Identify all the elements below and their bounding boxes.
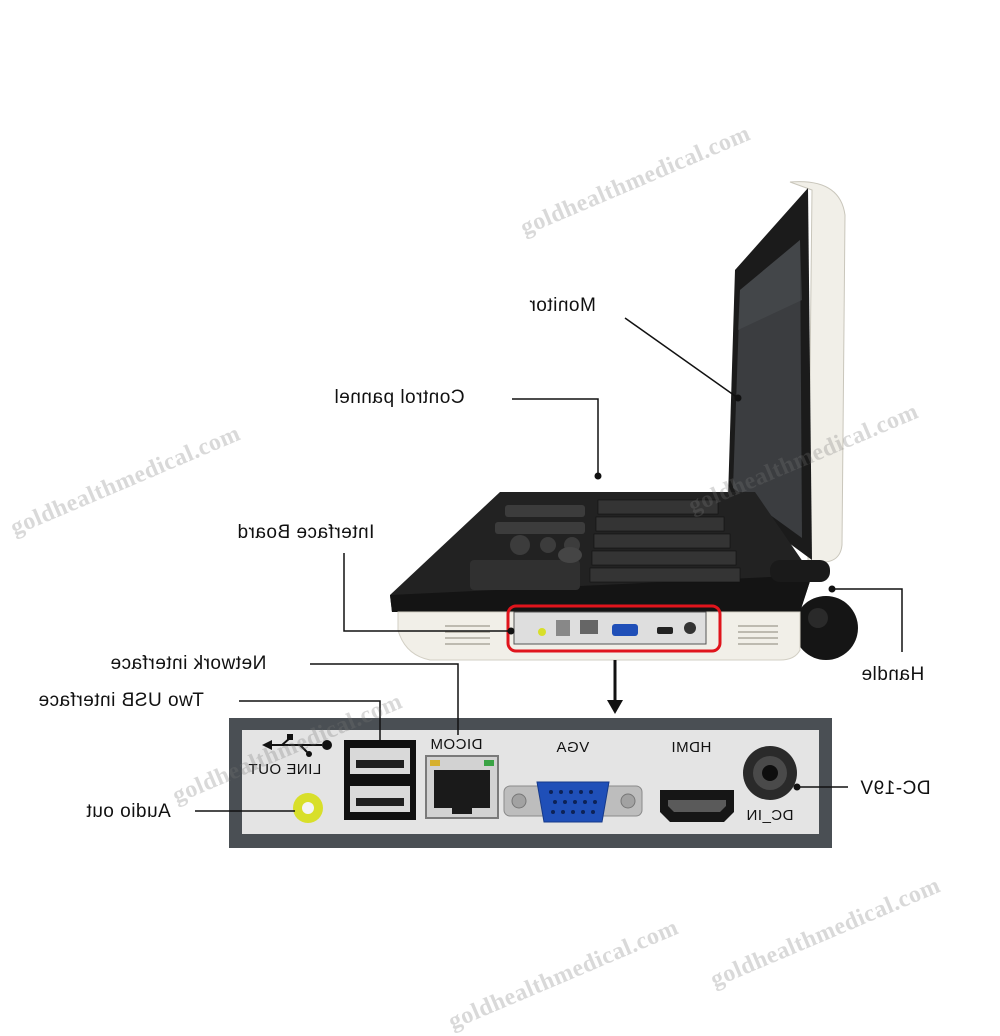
- callout-control-panel: Control pannel: [334, 387, 465, 408]
- handle-knob: [794, 596, 858, 660]
- panel-label-dicom: DICOM: [430, 736, 483, 753]
- callout-dc: DC-19V: [860, 778, 931, 799]
- interface-highlight-box: [506, 604, 722, 653]
- callout-audio-out: Audio out: [86, 801, 171, 822]
- ultrasound-device: [390, 181, 858, 661]
- callout-two-usb: Two USB interface: [38, 690, 204, 711]
- usb-symbol-icon: [262, 734, 332, 757]
- diagram-stage: Monitor Control pannel Interface Board N…: [7, 121, 945, 1036]
- network-port-icon: [425, 755, 499, 819]
- hdmi-port-icon: [660, 790, 734, 822]
- vent-grille-left: [445, 625, 490, 645]
- leader-lines: [195, 317, 903, 812]
- control-keys: [470, 505, 585, 590]
- down-arrow: [607, 660, 623, 714]
- callout-monitor: Monitor: [529, 295, 596, 316]
- usb-ports-icon: [344, 740, 416, 820]
- audio-jack-icon: [293, 793, 323, 823]
- panel-label-vga: VGA: [556, 739, 590, 756]
- callout-interface-board: Interface Board: [237, 522, 375, 543]
- panel-label-dc-in: DC_IN: [746, 807, 794, 824]
- interface-panel: [229, 718, 832, 848]
- callout-handle: Handle: [861, 664, 925, 685]
- hinge-bar: [770, 560, 830, 582]
- device-illustration: [195, 181, 903, 848]
- callout-network-interface: Network interface: [110, 653, 267, 674]
- dc-jack-icon: [743, 746, 797, 800]
- panel-label-hdmi: HDMI: [671, 739, 712, 756]
- vent-grille-right: [738, 625, 778, 645]
- mini-interface-board: [513, 611, 707, 645]
- vga-port-icon: [503, 781, 643, 823]
- qwerty-keyboard: [589, 499, 741, 583]
